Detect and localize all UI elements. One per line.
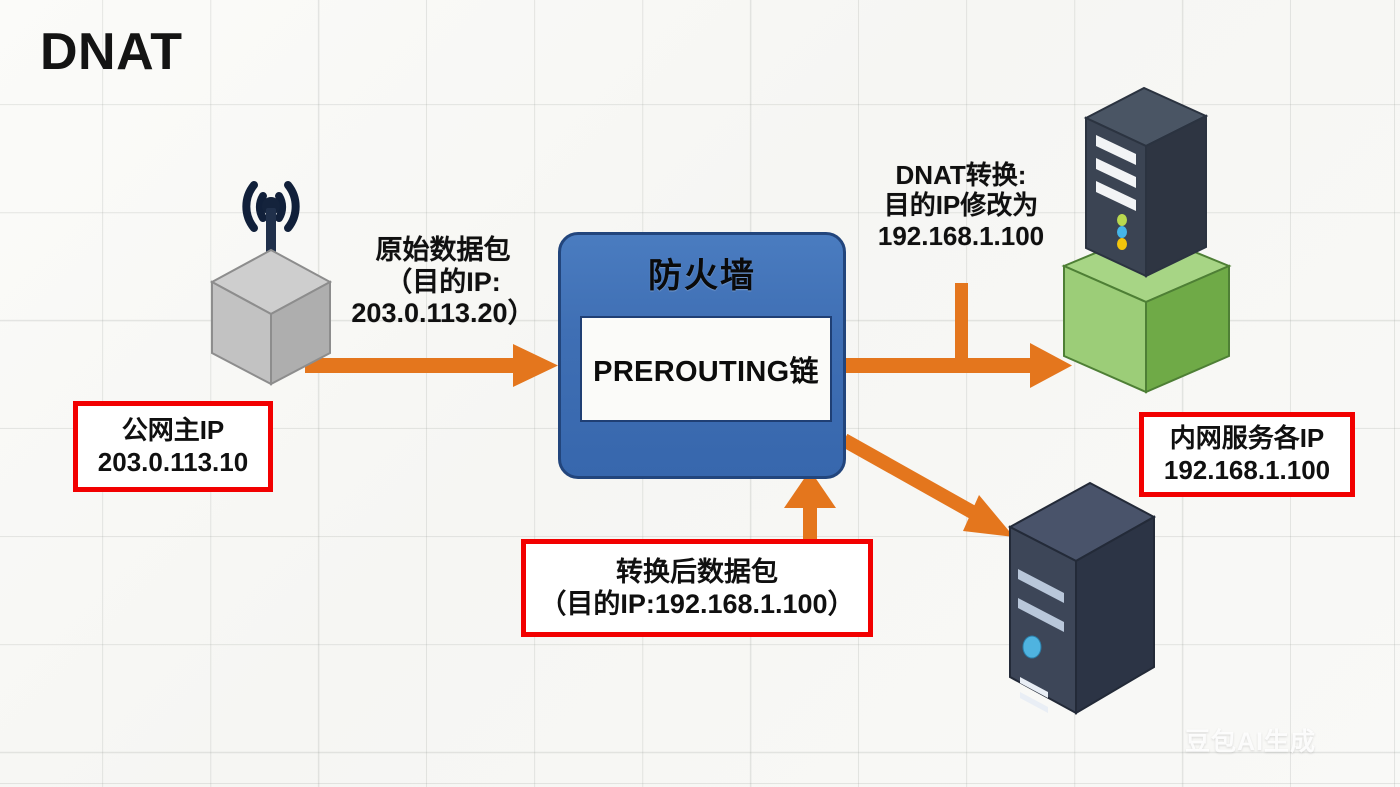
arrow-dnat-label-drop [955,283,968,363]
watermark: 豆包AI生成 [1185,728,1317,756]
public-ip-callout: 公网主IP 203.0.113.10 [73,401,273,492]
rack-server-icon [1061,86,1232,394]
arrow-translated-packet-to-firewall [784,470,836,542]
prerouting-chain-box[interactable]: PREROUTING链 [580,316,832,422]
dnat-conversion-label: DNAT转换: 目的IP修改为 192.168.1.100 [877,160,1045,251]
translated-packet-callout: 转换后数据包 （目的IP:192.168.1.100） [521,539,873,637]
page-title: DNAT [40,23,183,81]
arrow-firewall-to-green-server [846,343,1072,388]
prerouting-chain-label: PREROUTING链 [593,356,819,388]
firewall-node[interactable]: 防火墙 PREROUTING链 [558,232,846,479]
lan-service-ip-callout: 内网服务各IP 192.168.1.100 [1139,412,1355,497]
original-packet-label: 原始数据包 （目的IP: 203.0.113.20） [351,235,535,329]
wireless-router-icon [209,181,333,386]
desktop-tower-icon [1007,481,1157,715]
firewall-title: 防火墙 [648,257,756,295]
